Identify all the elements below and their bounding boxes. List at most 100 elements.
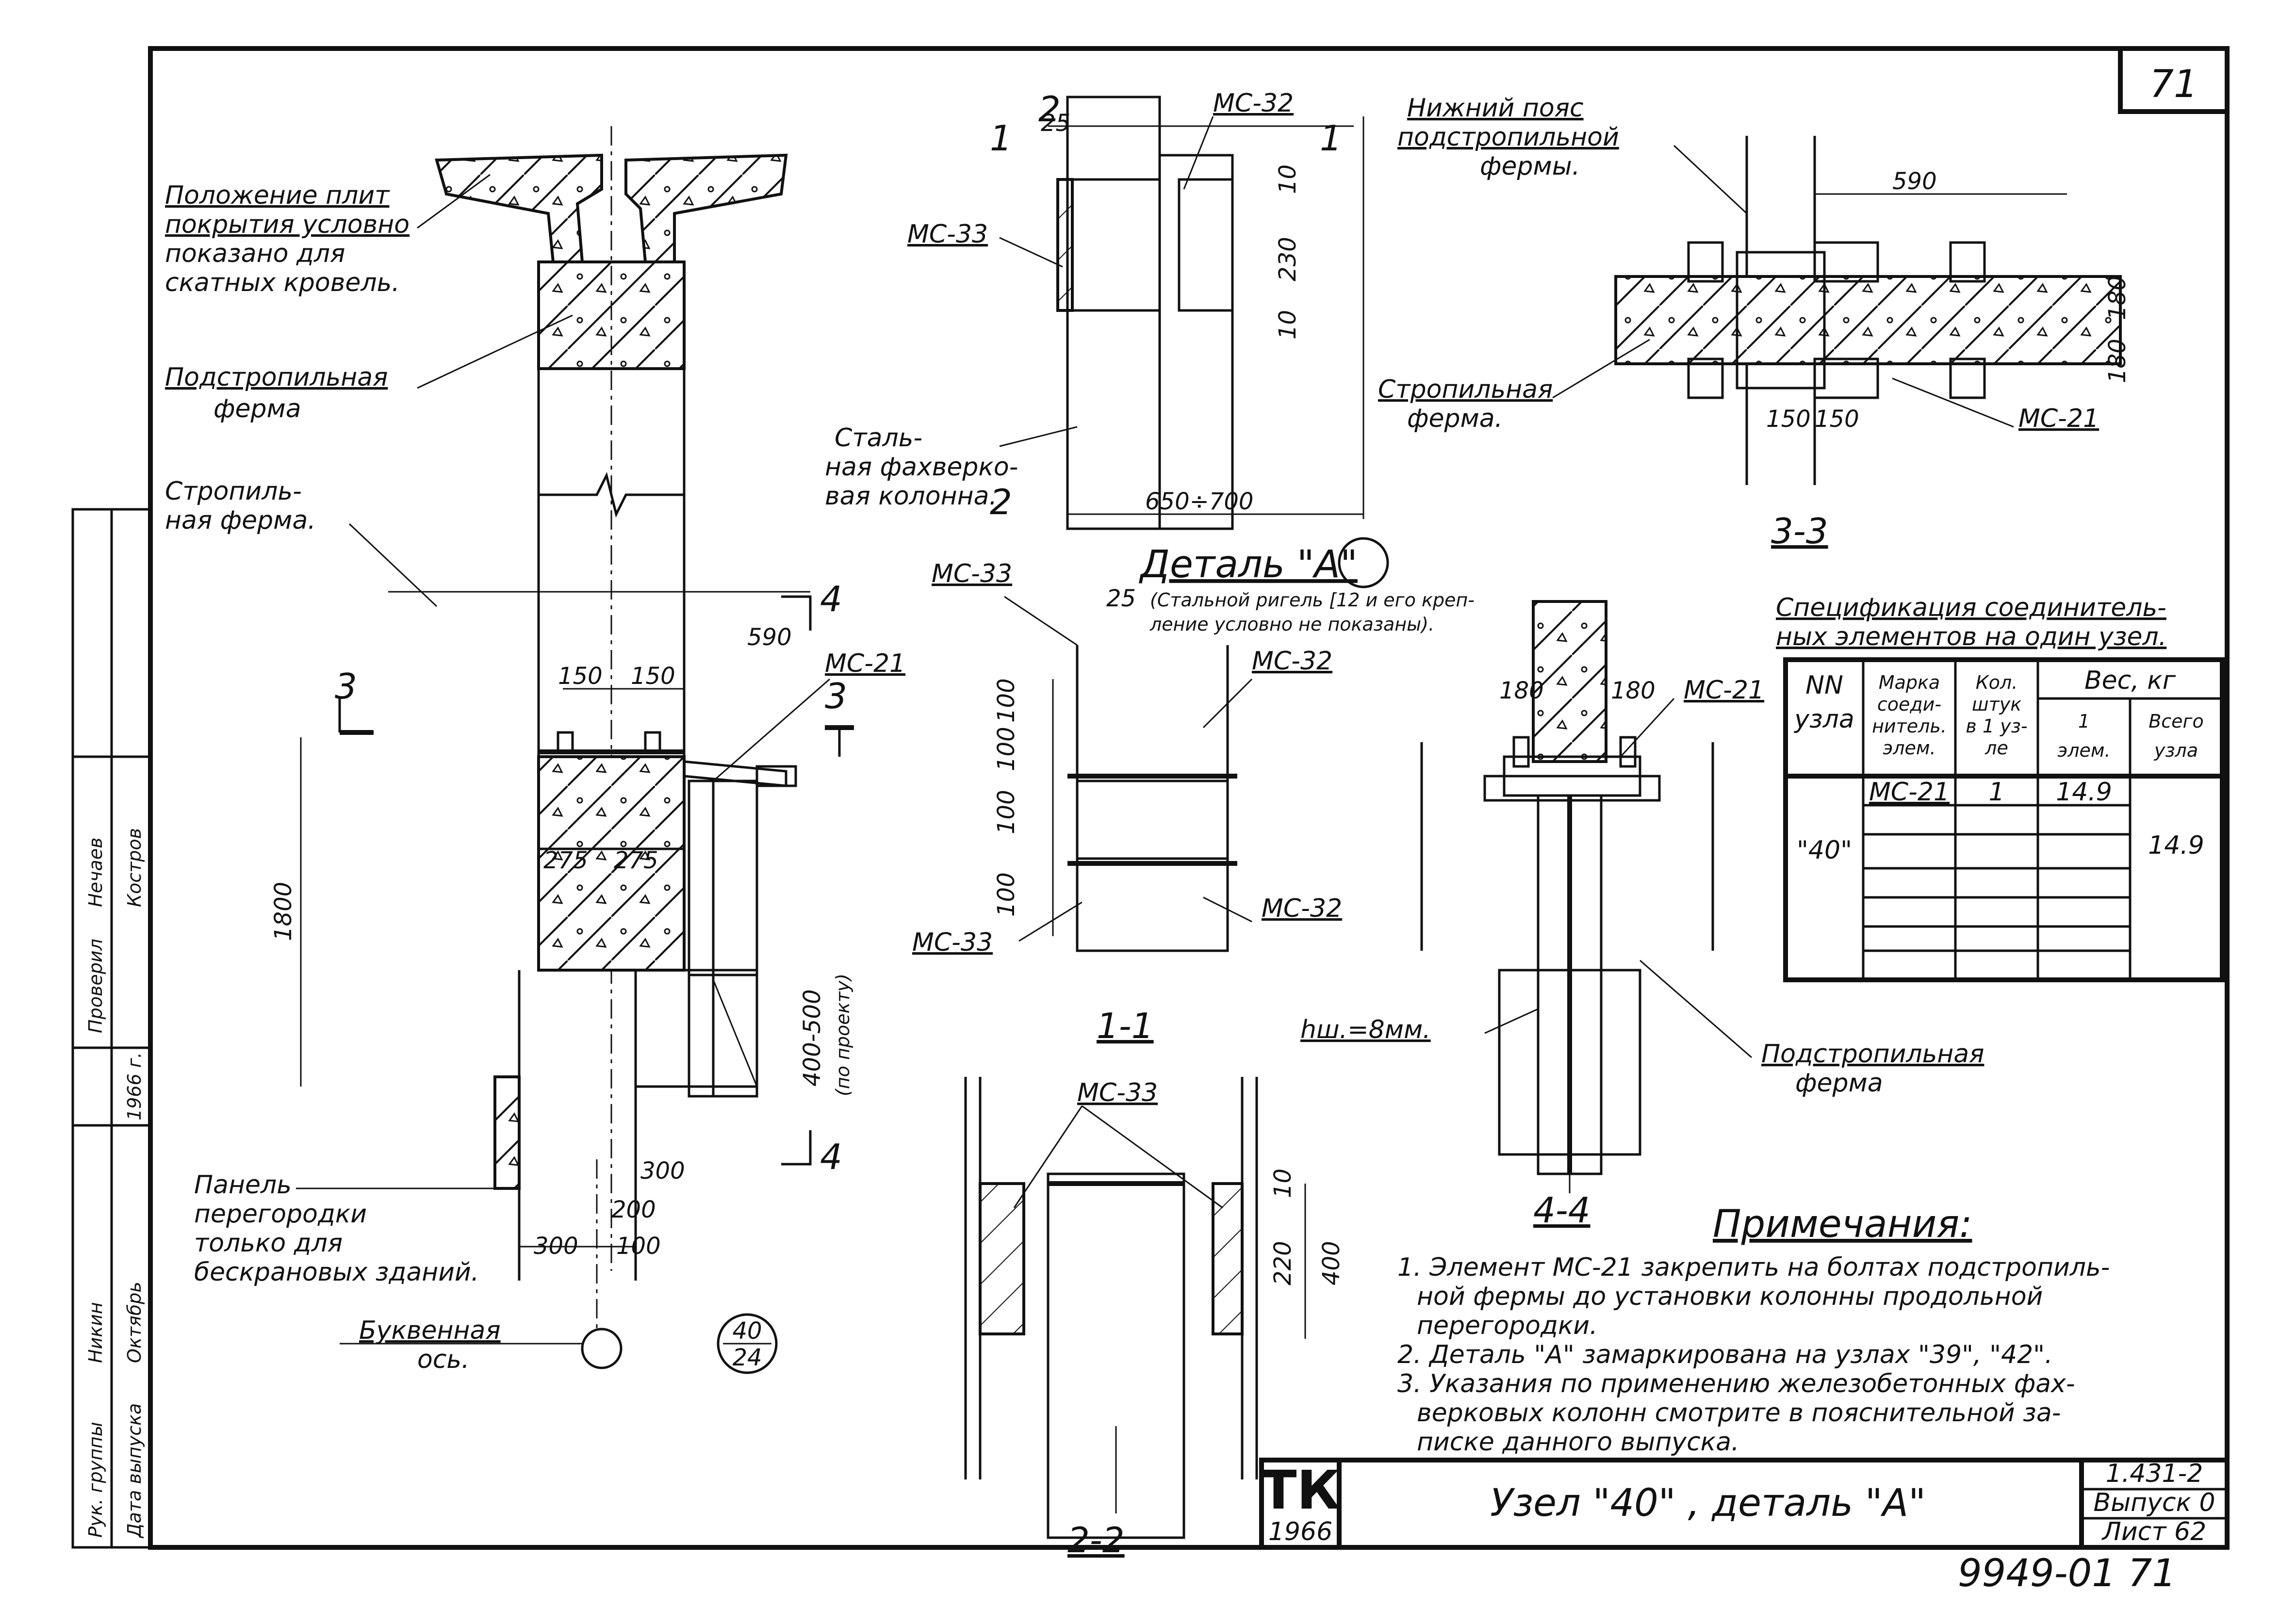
dim-by-project: (по проекту)	[832, 974, 853, 1096]
label-panel: перегородки	[194, 1200, 367, 1229]
section-mark-2: 2	[1038, 89, 1061, 130]
label-lower-chord: Нижний пояс	[1407, 94, 1584, 123]
table-cell: 1	[1988, 778, 2004, 807]
node-badge	[717, 1313, 778, 1374]
dim-180: 180	[1499, 677, 1544, 704]
mark-mc32: МС-32	[1262, 894, 1342, 923]
axis-marker	[581, 1328, 623, 1369]
dim-180: 180	[2104, 276, 2131, 320]
side-stamp: Рук. группы Никин Проверил Нечаев Дата в…	[71, 508, 152, 1549]
label-sub-truss: ферма	[213, 394, 301, 423]
column-head	[537, 755, 686, 972]
stamp-text: Дата выпуска	[124, 1403, 145, 1539]
stamp-text: Рук. группы	[85, 1422, 106, 1538]
dim-220: 220	[1269, 1241, 1296, 1285]
label-truss-33: ферма.	[1407, 404, 1503, 433]
org-logo: ТК	[1261, 1459, 1341, 1521]
label-weld: hш.=8мм.	[1300, 1015, 1431, 1044]
note-line: ной фермы до установки колонны продольно…	[1417, 1282, 2043, 1311]
svg-text:штук: штук	[1972, 694, 2021, 715]
note-line: перегородки.	[1417, 1311, 1598, 1340]
notes-title: Примечания:	[1713, 1202, 1972, 1246]
mark-mc33: МС-33	[912, 928, 993, 957]
svg-text:Кол.: Кол.	[1976, 672, 2018, 693]
label-lower-chord: подстропильной	[1397, 123, 1619, 152]
note-line: 1. Элемент МС-21 закрепить на болтах под…	[1397, 1253, 2110, 1282]
svg-text:Всего: Всего	[2148, 711, 2204, 732]
title-block: ТК 1966 Узел "40" , деталь "А" 1.431-2 В…	[1259, 1458, 2230, 1550]
label-panel: Панель	[194, 1170, 292, 1200]
series-number: 1.431-2	[2106, 1459, 2203, 1488]
label-panel: бескрановых зданий.	[194, 1258, 479, 1287]
svg-text:40: 40	[732, 1317, 762, 1345]
label-plates-position: покрытия условно	[165, 210, 410, 239]
note-line: писке данного выпуска.	[1417, 1428, 1739, 1457]
dim-100: 100	[616, 1233, 661, 1260]
label-truss: ная ферма.	[165, 506, 316, 535]
note-line: верковых колонн смотрите в пояснительной…	[1417, 1398, 2061, 1428]
section-mark-3: 3	[335, 666, 357, 707]
section-2-2: 10 220 400 МС-33 2-2	[964, 1077, 1345, 1560]
dim-180: 180	[1611, 677, 1656, 704]
sheet-number: Лист 62	[2101, 1517, 2206, 1546]
svg-text:элем.: элем.	[1883, 737, 1935, 759]
note-line: 3. Указания по применению железобетонных…	[1397, 1369, 2075, 1398]
svg-text:узла: узла	[1793, 705, 1854, 734]
mark-mc32: МС-32	[1213, 89, 1294, 118]
stamp-text: Нечаев	[85, 838, 106, 907]
section-3-3: 590 150 150 180 180 Нижний пояс подстроп…	[1378, 94, 2131, 552]
dim-400-500: 400-500	[799, 989, 826, 1087]
svg-text:узла: узла	[2154, 740, 2198, 761]
svg-text:элем.: элем.	[2057, 740, 2110, 761]
dim-100: 100	[993, 790, 1020, 834]
detail-a-note: ление условно не показаны).	[1149, 614, 1434, 635]
svg-text:NN: NN	[1805, 671, 1843, 700]
mark-mc21: МС-21	[2018, 404, 2099, 433]
section-mark-3: 3	[825, 676, 847, 716]
label-truss: Стропиль-	[165, 477, 302, 506]
detail-a: Деталь "А" (Стальной ригель [12 и его кр…	[912, 543, 1475, 1046]
label-steel-column: Сталь-	[835, 423, 922, 453]
note-line: 2. Деталь "А" замаркирована на узлах "39…	[1397, 1340, 2053, 1369]
dim-25: 25	[1106, 585, 1136, 612]
svg-text:Марка: Марка	[1879, 672, 1940, 693]
stamp-text: Октябрь	[124, 1282, 145, 1363]
stamp-text: Костров	[124, 828, 145, 907]
dim-300: 300	[640, 1157, 685, 1185]
label-steel-column: вая колонна.	[825, 482, 997, 511]
title-year: 1966	[1268, 1517, 1332, 1546]
dim-400: 400	[1318, 1241, 1345, 1285]
label-panel: только для	[194, 1229, 343, 1258]
svg-text:1: 1	[2078, 711, 2090, 732]
svg-text:ле: ле	[1984, 737, 2008, 759]
label-sub-truss-44: Подстропильная	[1761, 1040, 1984, 1069]
section-title-4-4: 4-4	[1533, 1190, 1591, 1231]
label-plates-position: Положение плит	[165, 181, 390, 210]
dim-100: 100	[993, 872, 1020, 917]
drawing-title: Узел "40" , деталь "А"	[1490, 1481, 1926, 1525]
dim-150: 150	[1815, 406, 1859, 433]
section-4-4: 180 180 МС-21 hш.=8мм. Подстропильная фе…	[1300, 600, 1984, 1231]
mark-mc21: МС-21	[1684, 676, 1764, 705]
label-steel-column: ная фахверко-	[825, 453, 1018, 482]
label-plates-position: скатных кровель.	[165, 268, 400, 297]
dim-200: 200	[611, 1196, 656, 1223]
dim-100: 100	[993, 678, 1020, 723]
dim-150: 150	[631, 663, 675, 690]
section-mark-1: 1	[1320, 118, 1342, 159]
dim-300: 300	[534, 1233, 578, 1260]
dim-150: 150	[1766, 406, 1811, 433]
dim-230: 230	[1274, 237, 1301, 281]
dim-590: 590	[1892, 168, 1937, 195]
dim-275: 275	[614, 847, 658, 874]
issue-number: Выпуск 0	[2093, 1488, 2215, 1517]
section-title-3-3: 3-3	[1771, 511, 1828, 552]
dim-100: 100	[993, 727, 1020, 771]
mark-mc32: МС-32	[1252, 647, 1332, 676]
section-mark-1: 1	[990, 118, 1012, 159]
dim-180: 180	[2104, 339, 2131, 383]
label-sub-truss-44: ферма	[1795, 1069, 1883, 1098]
dim-10: 10	[1274, 164, 1301, 194]
section-title-1-1: 1-1	[1097, 1006, 1154, 1046]
table-cell: 14.9	[2056, 778, 2112, 807]
